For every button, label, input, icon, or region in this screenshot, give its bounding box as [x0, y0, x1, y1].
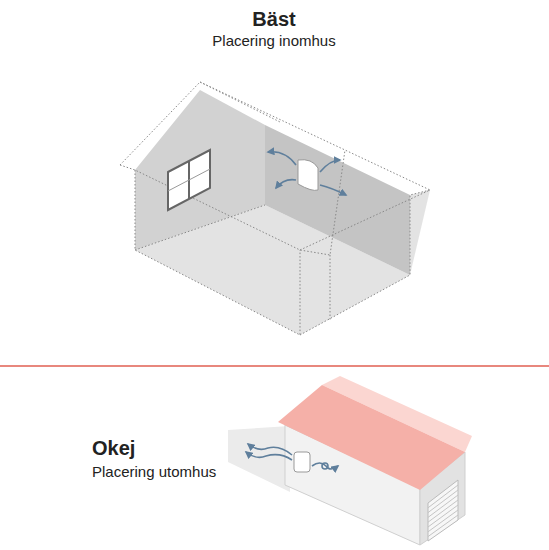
window	[168, 150, 210, 210]
door-slat	[428, 505, 458, 527]
divider-line	[0, 365, 549, 367]
door-slat	[428, 515, 458, 537]
indoor-unit	[268, 152, 346, 195]
door-slat	[428, 495, 458, 517]
interior-garage	[120, 82, 430, 335]
door-slat	[428, 510, 458, 532]
exterior-garage	[228, 376, 472, 545]
door-slat	[428, 485, 458, 508]
section-subheading: Placering inomhus	[212, 32, 335, 49]
section-subheading: Placering utomhus	[92, 463, 216, 480]
outdoor-unit	[246, 444, 338, 472]
door-slat	[428, 490, 458, 513]
door-slat	[428, 500, 458, 522]
section-heading: Bäst	[252, 8, 295, 31]
section-heading: Okej	[92, 437, 135, 460]
